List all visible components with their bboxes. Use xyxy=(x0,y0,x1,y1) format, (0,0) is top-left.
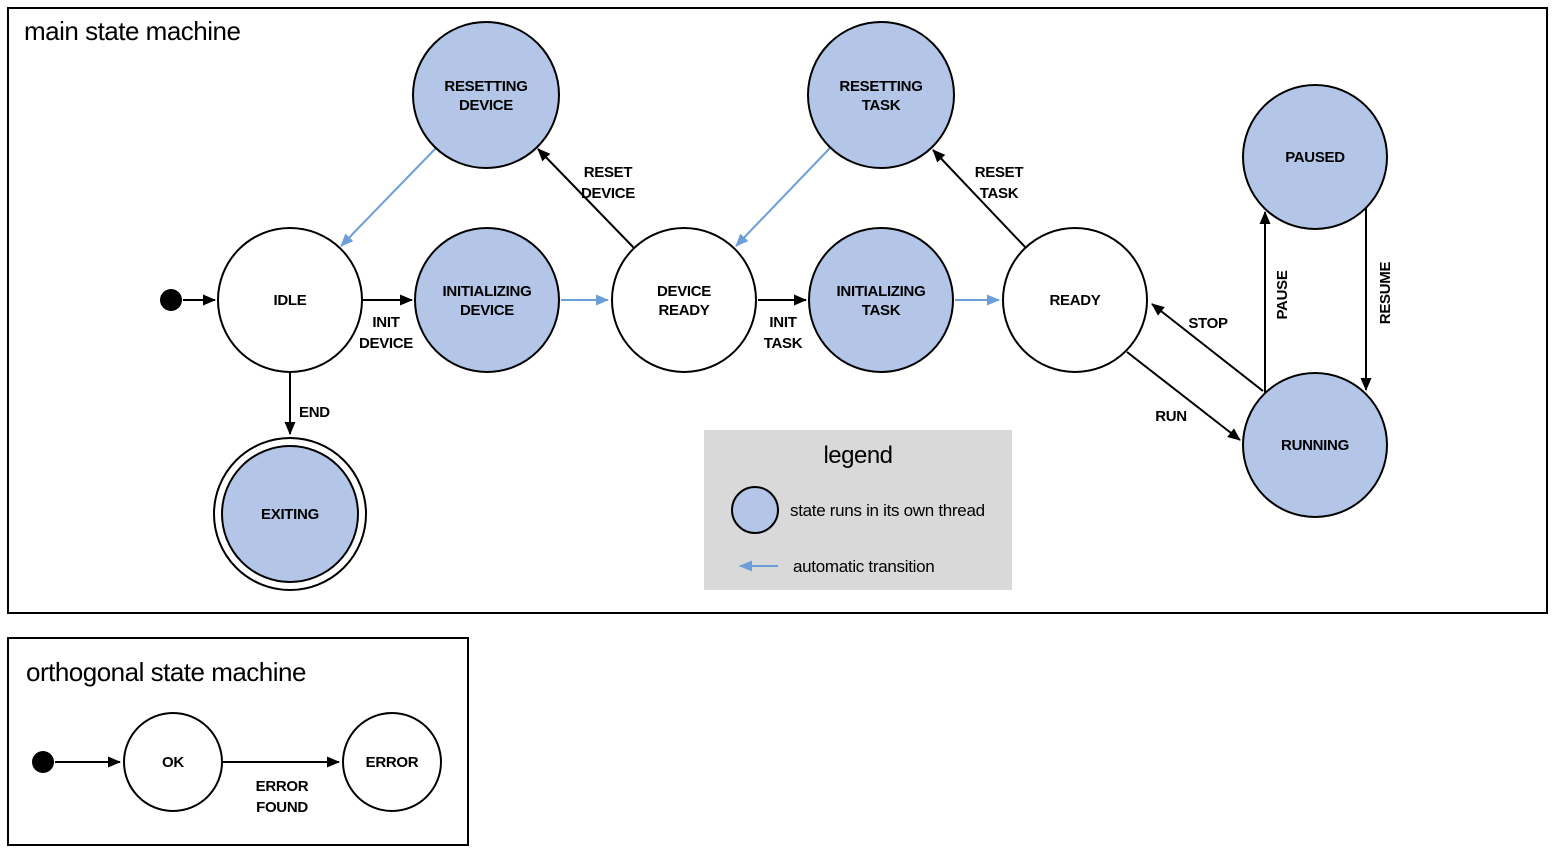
main-machine-title: main state machine xyxy=(24,16,240,46)
state-resetting-device: RESETTING DEVICE xyxy=(412,21,560,169)
transition-line xyxy=(537,148,635,249)
state-ready-circle xyxy=(1002,227,1148,373)
state-resetting-task: RESETTING TASK xyxy=(807,21,955,169)
legend-title: legend xyxy=(823,442,892,469)
state-resetting-device-circle xyxy=(412,21,560,169)
transition-resetting-task-to-device-ready xyxy=(735,147,831,247)
state-running-label: RUNNING xyxy=(1281,437,1349,454)
transition-paused-to-running: RESUME xyxy=(1360,208,1394,391)
automatic-transition-line xyxy=(340,147,437,247)
transition-label: INIT xyxy=(372,314,399,331)
state-initializing-task: INITIALIZING TASK xyxy=(808,227,954,373)
initial-state-dot xyxy=(32,751,54,773)
automatic-transition-line xyxy=(735,147,831,247)
transition-device-ready-to-initializing-task: INIT TASK xyxy=(758,294,807,352)
transition-idle-to-initializing-device: INIT DEVICE xyxy=(359,294,414,352)
state-idle-circle xyxy=(217,227,363,373)
transition-label: DEVICE xyxy=(359,335,413,352)
state-running-circle xyxy=(1242,372,1388,518)
main-machine: main state machine INIT DEVICE INIT TASK… xyxy=(7,7,1548,614)
state-paused-circle xyxy=(1242,84,1388,230)
state-device-ready-label: DEVICE xyxy=(657,283,711,300)
transition-idle-to-exiting: END xyxy=(284,372,331,435)
transition-label: END xyxy=(299,404,330,421)
state-idle-label: IDLE xyxy=(274,292,307,309)
state-initializing-task-label: TASK xyxy=(862,302,901,319)
state-resetting-device-label: RESETTING xyxy=(444,78,527,95)
transition-label: RUN xyxy=(1155,408,1187,425)
state-ready-label: READY xyxy=(1049,292,1100,309)
state-exiting-label: EXITING xyxy=(261,506,319,523)
state-paused-label: PAUSED xyxy=(1285,149,1345,166)
state-resetting-task-label: RESETTING xyxy=(839,78,922,95)
initial-state-dot xyxy=(160,289,182,311)
state-exiting-final: EXITING xyxy=(213,437,367,591)
state-error: ERROR xyxy=(342,712,442,812)
state-idle: IDLE xyxy=(217,227,363,373)
state-resetting-device-label: DEVICE xyxy=(459,97,513,114)
state-paused: PAUSED xyxy=(1242,84,1388,230)
state-initializing-device: INITIALIZING DEVICE xyxy=(414,227,560,373)
state-error-label: ERROR xyxy=(366,754,419,771)
state-ready: READY xyxy=(1002,227,1148,373)
transition-label: TASK xyxy=(764,335,803,352)
state-exiting-circle xyxy=(221,445,359,583)
state-initializing-task-label: INITIALIZING xyxy=(837,283,926,300)
transition-ready-to-resetting-task: RESET TASK xyxy=(932,149,1027,249)
transition-ready-to-running: RUN xyxy=(1126,351,1241,441)
transition-line xyxy=(932,149,1027,249)
transition-running-to-ready: STOP xyxy=(1151,303,1264,392)
state-ok: OK xyxy=(123,712,223,812)
state-ok-label: OK xyxy=(162,754,184,771)
state-resetting-task-circle xyxy=(807,21,955,169)
state-initializing-device-circle xyxy=(414,227,560,373)
transition-label: RESUME xyxy=(1377,262,1394,325)
state-initializing-device-label: DEVICE xyxy=(460,302,514,319)
transition-label: RESET xyxy=(584,164,633,181)
state-device-ready: DEVICE READY xyxy=(611,227,757,373)
transition-label: ERROR xyxy=(256,778,309,795)
state-error-circle xyxy=(342,712,442,812)
state-ok-circle xyxy=(123,712,223,812)
transition-label: INIT xyxy=(769,314,796,331)
transition-line xyxy=(1126,351,1241,441)
transition-label: DEVICE xyxy=(581,185,635,202)
state-initializing-task-circle xyxy=(808,227,954,373)
transition-label: TASK xyxy=(980,185,1019,202)
orthogonal-machine-title: orthogonal state machine xyxy=(26,657,306,687)
legend-item-label: automatic transition xyxy=(793,557,934,576)
transition-label: PAUSE xyxy=(1274,270,1291,319)
state-running: RUNNING xyxy=(1242,372,1388,518)
transition-label: RESET xyxy=(975,164,1024,181)
state-device-ready-label: READY xyxy=(658,302,709,319)
legend-item-label: state runs in its own thread xyxy=(790,501,985,520)
transition-label: FOUND xyxy=(256,799,308,816)
orthogonal-machine: orthogonal state machine ERROR FOUND OK … xyxy=(7,637,469,846)
legend: legend state runs in its own thread auto… xyxy=(704,430,1012,590)
state-resetting-task-label: TASK xyxy=(862,97,901,114)
transition-device-ready-to-resetting-device: RESET DEVICE xyxy=(537,148,636,249)
transition-resetting-device-to-idle xyxy=(340,147,437,247)
state-device-ready-circle xyxy=(611,227,757,373)
transition-running-to-paused: PAUSE xyxy=(1259,211,1291,393)
transition-label: STOP xyxy=(1188,315,1228,332)
state-initializing-device-label: INITIALIZING xyxy=(443,283,532,300)
legend-thread-state-icon xyxy=(731,486,779,534)
transition-line xyxy=(1151,303,1264,392)
transition-ok-to-error: ERROR FOUND xyxy=(222,756,340,816)
